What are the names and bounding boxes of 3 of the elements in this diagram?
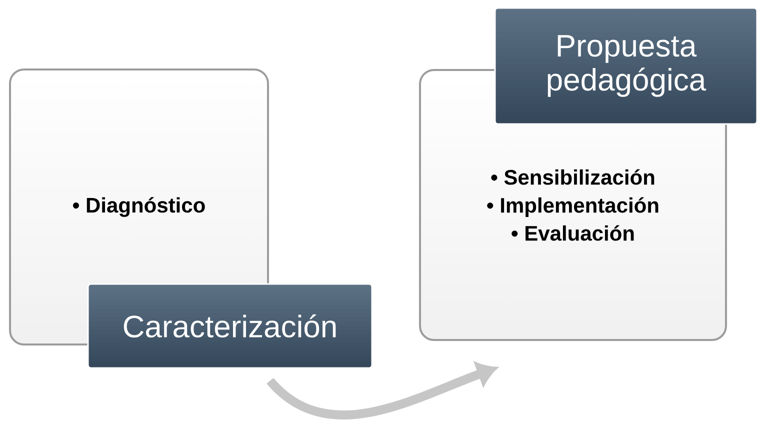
curved-arrow (266, 362, 496, 420)
title-tag: Propuesta pedagógica (494, 7, 758, 125)
title-tag: Caracterización (87, 283, 373, 369)
